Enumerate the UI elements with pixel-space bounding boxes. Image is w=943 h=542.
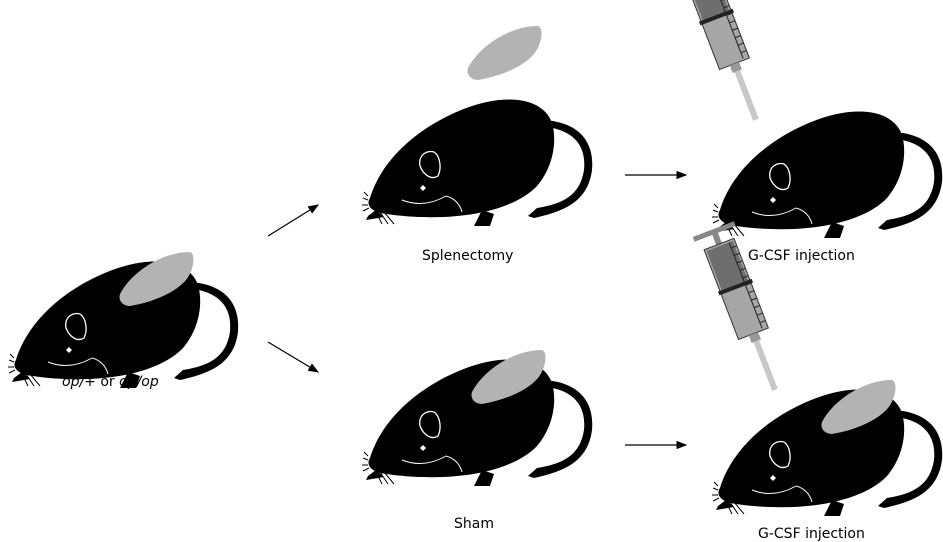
removed-spleen xyxy=(467,26,541,80)
arrow-to-sham xyxy=(268,342,318,372)
source-label: op/+ or op/op xyxy=(62,374,159,390)
splenectomy-label: Splenectomy xyxy=(422,248,513,264)
genotype-heterozygous: op/+ xyxy=(62,374,96,390)
injection-label-bottom: G-CSF injection xyxy=(758,526,865,542)
source-mouse xyxy=(8,252,238,388)
sham-mouse xyxy=(362,350,592,486)
genotype-connector: or xyxy=(96,374,119,390)
syringe-top xyxy=(674,0,777,128)
sham-injected-mouse xyxy=(712,380,942,516)
sham-label: Sham xyxy=(454,516,494,532)
splenectomy-mouse xyxy=(362,100,592,226)
arrow-to-splenectomy xyxy=(268,205,318,236)
splenectomy-injected-mouse xyxy=(712,112,942,238)
injection-label-top: G-CSF injection xyxy=(748,248,855,264)
genotype-homozygous: op/op xyxy=(119,374,159,390)
